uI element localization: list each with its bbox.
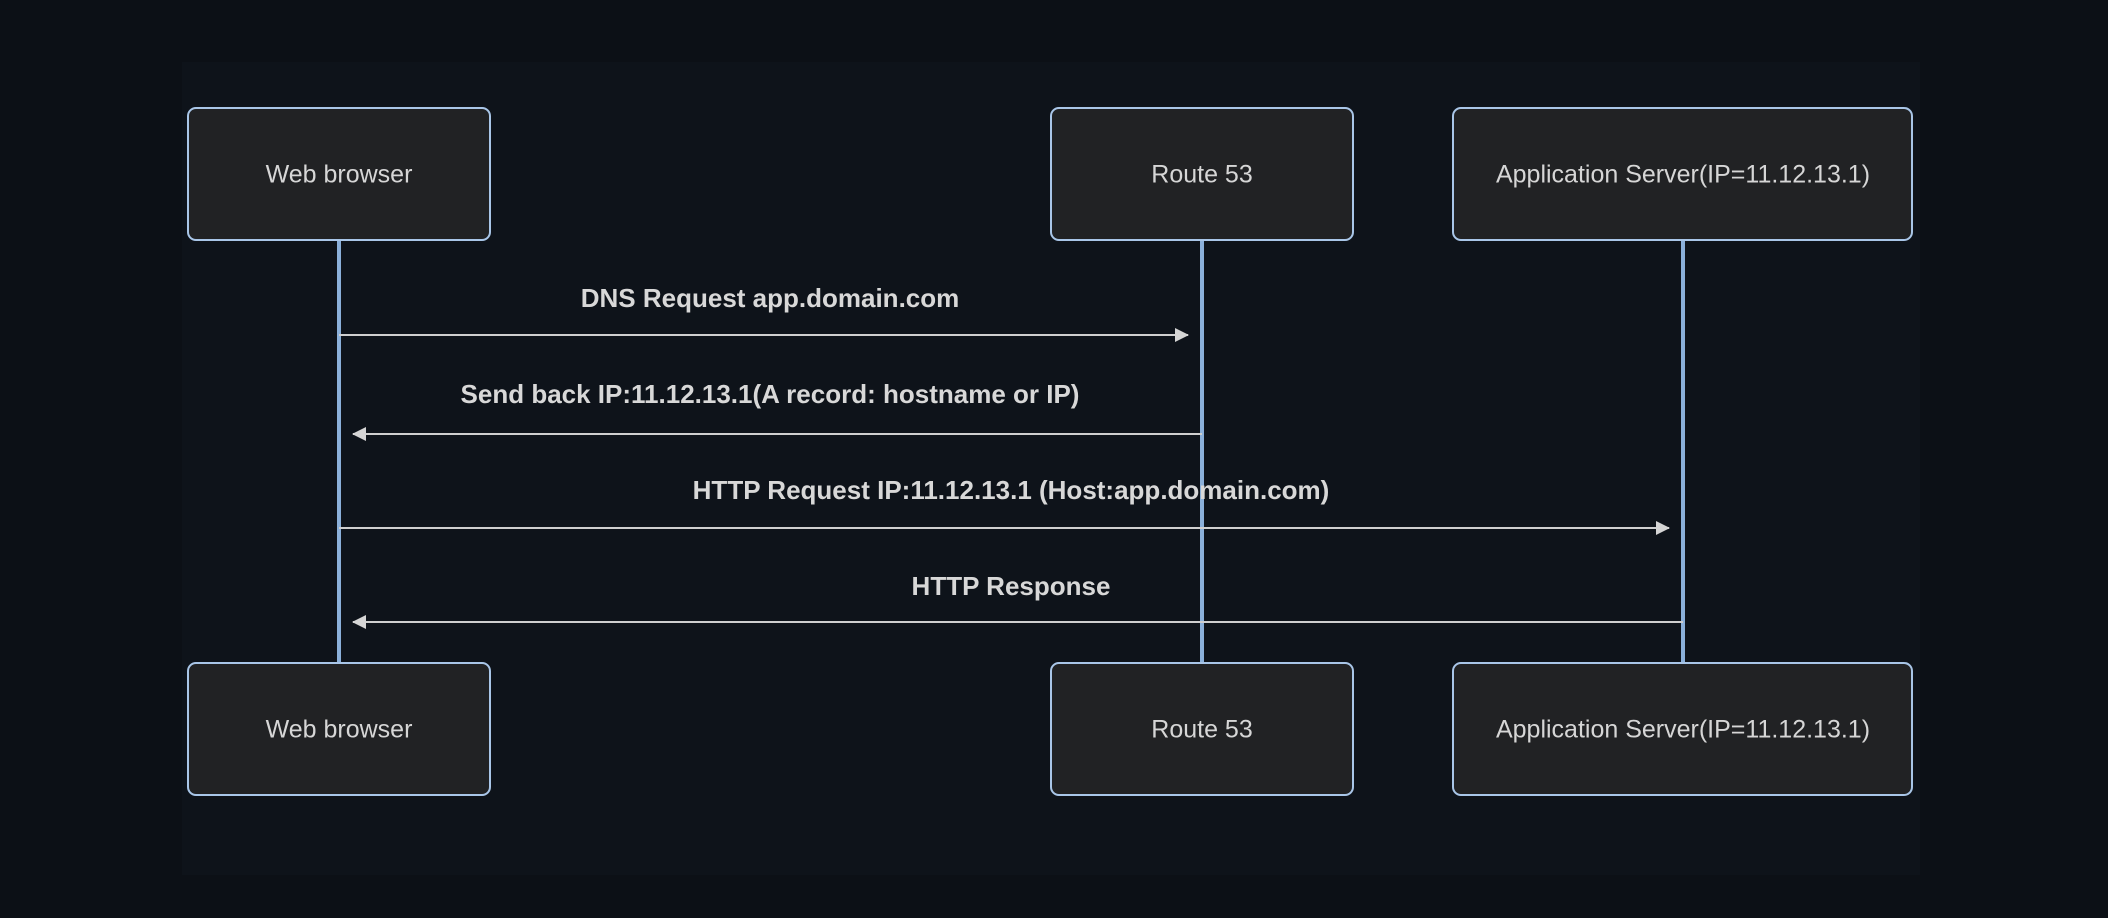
message-dns-request-label: DNS Request app.domain.com <box>581 283 960 313</box>
participant-box-bottom-application-server-label: Application Server(IP=11.12.13.1) <box>1496 716 1870 744</box>
participant-box-bottom-application-server-rect <box>1452 662 1913 796</box>
participant-box-bottom-web-browser[interactable]: Web browser <box>187 662 491 796</box>
participant-box-top-route-53[interactable]: Route 53 <box>1050 107 1354 241</box>
participant-box-top-application-server-rect <box>1452 107 1913 241</box>
messages-group: DNS Request app.domain.com Send back IP:… <box>339 283 1683 629</box>
participant-box-bottom-route-53-rect <box>1050 662 1354 796</box>
participant-box-top-route-53-rect <box>1050 107 1354 241</box>
participant-box-top-web-browser[interactable]: Web browser <box>187 107 491 241</box>
participant-box-top-application-server-label: Application Server(IP=11.12.13.1) <box>1496 161 1870 189</box>
participant-box-bottom-application-server[interactable]: Application Server(IP=11.12.13.1) <box>1452 662 1913 796</box>
participant-box-bottom-route-53-label: Route 53 <box>1151 716 1252 744</box>
message-http-response-label: HTTP Response <box>912 571 1111 601</box>
participants-top-group: Web browser Route 53 Application Server(… <box>187 107 1913 241</box>
lifelines-group <box>337 240 1685 665</box>
participant-box-top-route-53-label: Route 53 <box>1151 161 1252 189</box>
message-http-response[interactable]: HTTP Response <box>352 571 1683 629</box>
message-http-request[interactable]: HTTP Request IP:11.12.13.1 (Host:app.dom… <box>339 475 1670 535</box>
message-http-request-label: HTTP Request IP:11.12.13.1 (Host:app.dom… <box>693 475 1330 505</box>
message-dns-response-label: Send back IP:11.12.13.1(A record: hostna… <box>461 379 1080 409</box>
participant-box-bottom-web-browser-rect <box>187 662 491 796</box>
participant-box-top-application-server[interactable]: Application Server(IP=11.12.13.1) <box>1452 107 1913 241</box>
participant-box-top-web-browser-label: Web browser <box>266 161 413 189</box>
message-dns-request[interactable]: DNS Request app.domain.com <box>339 283 1189 342</box>
message-dns-response[interactable]: Send back IP:11.12.13.1(A record: hostna… <box>352 379 1202 441</box>
participants-bottom-group: Web browser Route 53 Application Server(… <box>187 662 1913 796</box>
participant-box-bottom-web-browser-label: Web browser <box>266 716 413 744</box>
participant-box-top-web-browser-rect <box>187 107 491 241</box>
participant-box-bottom-route-53[interactable]: Route 53 <box>1050 662 1354 796</box>
